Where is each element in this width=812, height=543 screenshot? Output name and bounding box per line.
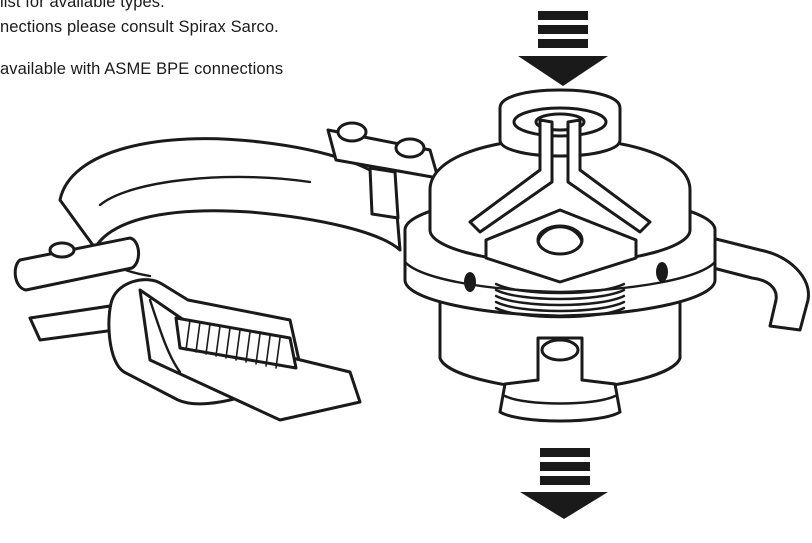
tri-clamp xyxy=(13,121,440,422)
screen-thread xyxy=(494,282,626,319)
note-line-types: list for available types. xyxy=(0,0,165,11)
bolt-thread xyxy=(185,319,281,369)
strainer-body xyxy=(403,88,810,423)
flow-in-arrow-icon xyxy=(518,11,608,86)
flow-out-arrow-icon xyxy=(520,448,608,519)
note-line-asme-bpe: available with ASME BPE connections xyxy=(0,60,284,78)
note-line-connections: nections please consult Spirax Sarco. xyxy=(0,18,279,36)
